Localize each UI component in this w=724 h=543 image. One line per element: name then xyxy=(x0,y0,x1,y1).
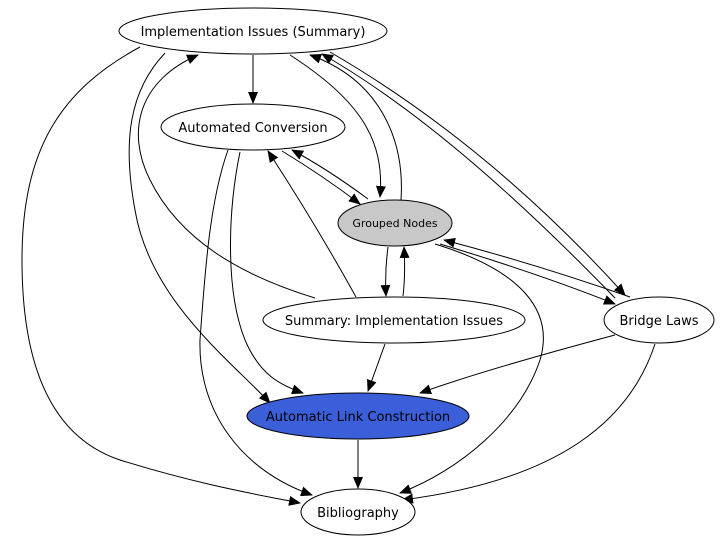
edge-grouped-nodes-to-bibliography xyxy=(399,243,544,494)
edge-bridge-laws-to-auto-link xyxy=(419,334,616,394)
node-shape xyxy=(160,103,346,151)
node-bridge-laws[interactable]: Bridge Laws xyxy=(603,296,715,344)
edge-bridge-laws-to-impl-summary xyxy=(321,53,616,299)
edge-automated-conversion-to-bibliography xyxy=(199,149,313,497)
edges xyxy=(21,46,656,506)
node-label: Implementation Issues (Summary) xyxy=(141,25,366,40)
edge-grouped-nodes-to-bridge-laws xyxy=(439,243,616,305)
edge-impl-summary-to-grouped-nodes xyxy=(289,54,386,198)
node-label: Automatic Link Construction xyxy=(266,410,450,425)
node-shape xyxy=(603,296,715,344)
edge-grouped-nodes-to-summary-impl xyxy=(380,246,391,297)
edge-bridge-laws-to-bibliography xyxy=(401,343,656,504)
node-label: Bibliography xyxy=(317,506,399,521)
edge-automated-conversion-to-auto-link xyxy=(230,151,304,395)
node-grouped-nodes[interactable]: Grouped Nodes xyxy=(337,199,453,247)
edge-impl-summary-to-bibliography xyxy=(21,46,301,506)
edge-impl-summary-to-bridge-laws xyxy=(329,51,626,296)
edge-grouped-nodes-to-impl-summary xyxy=(309,53,402,201)
node-automatic-link-construction[interactable]: Automatic Link Construction xyxy=(246,392,470,440)
node-label: Bridge Laws xyxy=(619,314,698,329)
edge-summary-impl-to-automated-conversion xyxy=(267,150,357,298)
node-shape xyxy=(337,199,453,247)
node-shape xyxy=(118,7,388,55)
node-label: Automated Conversion xyxy=(178,121,327,136)
node-summary-implementation-issues[interactable]: Summary: Implementation Issues xyxy=(262,296,526,344)
node-label: Grouped Nodes xyxy=(352,217,437,230)
nodes: Implementation Issues (Summary) Automate… xyxy=(118,7,715,536)
node-implementation-issues-summary[interactable]: Implementation Issues (Summary) xyxy=(118,7,388,55)
edge-summary-impl-to-grouped-nodes xyxy=(399,246,410,297)
edge-bridge-laws-to-grouped-nodes xyxy=(443,237,631,298)
edge-impl-summary-to-auto-link xyxy=(128,52,271,404)
edge-summary-impl-to-impl-summary xyxy=(137,54,316,299)
node-shape xyxy=(262,296,526,344)
node-shape xyxy=(300,488,416,536)
edge-automated-conversion-to-grouped-nodes xyxy=(281,150,361,205)
node-bibliography[interactable]: Bibliography xyxy=(300,488,416,536)
node-automated-conversion[interactable]: Automated Conversion xyxy=(160,103,346,151)
edge-summary-impl-to-auto-link xyxy=(367,343,386,392)
node-shape xyxy=(246,392,470,440)
edge-grouped-nodes-to-automated-conversion xyxy=(291,149,369,200)
node-label: Summary: Implementation Issues xyxy=(285,314,503,329)
